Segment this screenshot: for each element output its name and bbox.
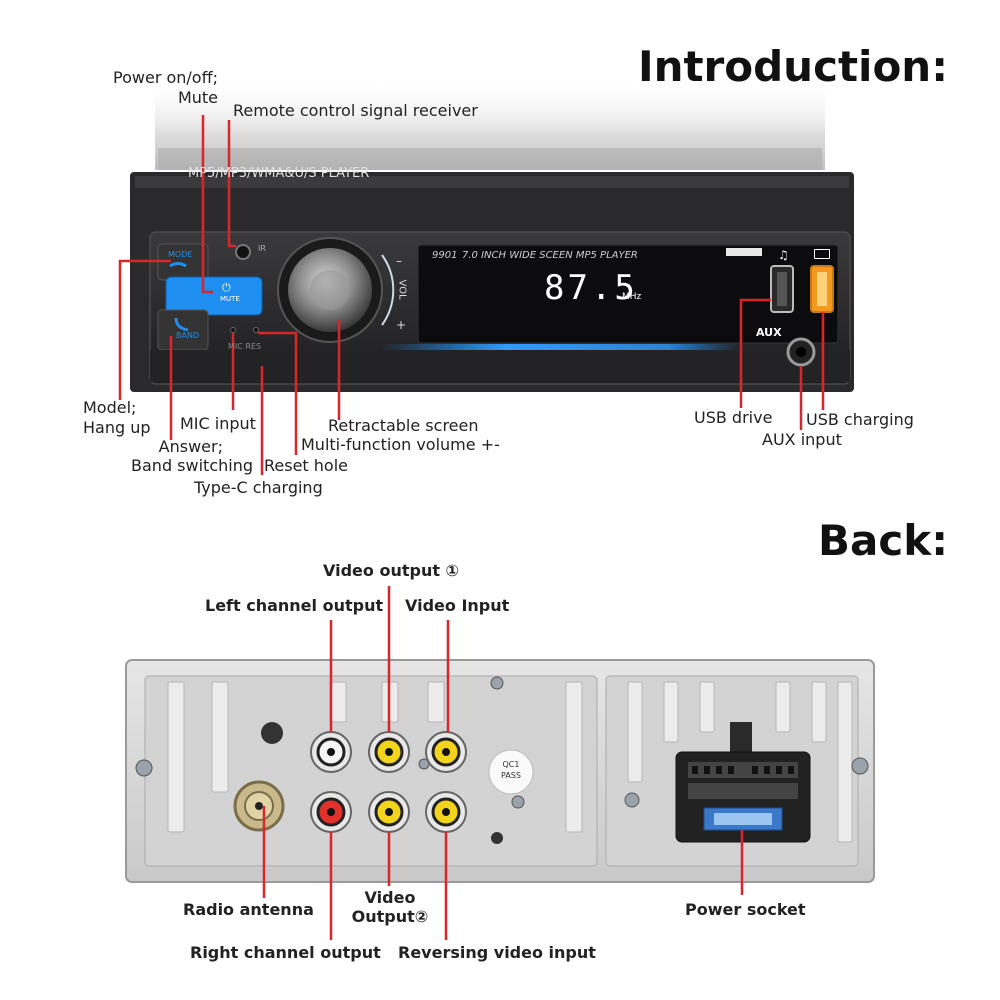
rca-video-output-1 [368,731,410,773]
label-radio-antenna: Radio antenna [183,900,314,919]
label-power: Power on/off; [113,68,218,87]
label-aux-input: AUX input [762,430,842,449]
screen-desc: 7.0 INCH WIDE SCEEN MP5 PLAYER [462,250,638,261]
mode-button-label: MODE [168,250,193,259]
label-video-input: Video Input [405,596,510,615]
rca-video-input [425,731,467,773]
label-usb-drive: USB drive [694,408,773,427]
qc-line2: PASS [501,771,521,780]
label-remote: Remote control signal receiver [233,101,478,120]
label-model: Model; [83,398,137,417]
screen-model: 9901 [432,250,458,261]
label-reset: Reset hole [264,456,348,475]
label-mute: Mute [177,88,218,107]
ir-receiver [235,244,251,260]
vol-minus: – [396,254,402,268]
mute-button[interactable]: MUTE [220,295,240,303]
label-reversing: Reversing video input [398,943,596,962]
reset-hole-dot [253,327,259,333]
rca-reversing-input [425,791,467,833]
power-socket-graphic [675,722,811,843]
band-button-label: BAND [176,331,200,340]
ir-label: IR [258,244,266,253]
label-retract: Retractable screen [328,416,479,435]
label-typec: Type-C charging [194,478,323,497]
label-multi-vol: Multi-function volume +- [301,435,500,454]
label-answer: Answer; [158,437,223,456]
label-right-channel: Right channel output [190,943,381,962]
antenna-socket [233,780,285,832]
label-mic: MIC input [180,414,256,433]
qc-sticker [488,749,534,795]
label-band-switch: Band switching [131,456,253,475]
frequency-readout: 87.5 [544,268,638,308]
label-video-out1: Video output ① [323,561,460,580]
back-callouts [262,586,744,940]
freq-unit: MHz [622,292,642,302]
display-screen [417,244,839,344]
vol-label: VOL [396,279,408,300]
vol-plus: + [396,318,407,332]
label-hangup: Hang up [83,418,151,437]
label-left-channel: Left channel output [205,596,384,615]
aux-label: AUX [756,326,782,339]
mute-button-face [165,276,263,316]
front-callouts [118,115,825,475]
label-video-out2-a: Video [364,888,416,907]
rca-left-channel [310,731,352,773]
rca-video-output-2 [368,791,410,833]
battery-icon [814,249,830,259]
qc-line1: QC1 [502,760,520,769]
blue-glow-strip [380,344,740,350]
player-text: MP5/MP3/WMA&U/S PLAYER [188,166,370,181]
label-usb-charging: USB charging [806,410,914,429]
label-power-socket: Power socket [685,900,806,919]
power-icon: ⏻ [222,281,231,294]
rca-right-channel [310,791,352,833]
label-video-out2-b: Output② [351,907,429,926]
mic-res-label: MIC RES [228,342,262,351]
mic-hole [230,327,236,333]
music-note-icon: ♫ [778,248,789,262]
back-title: Back: [818,516,948,565]
